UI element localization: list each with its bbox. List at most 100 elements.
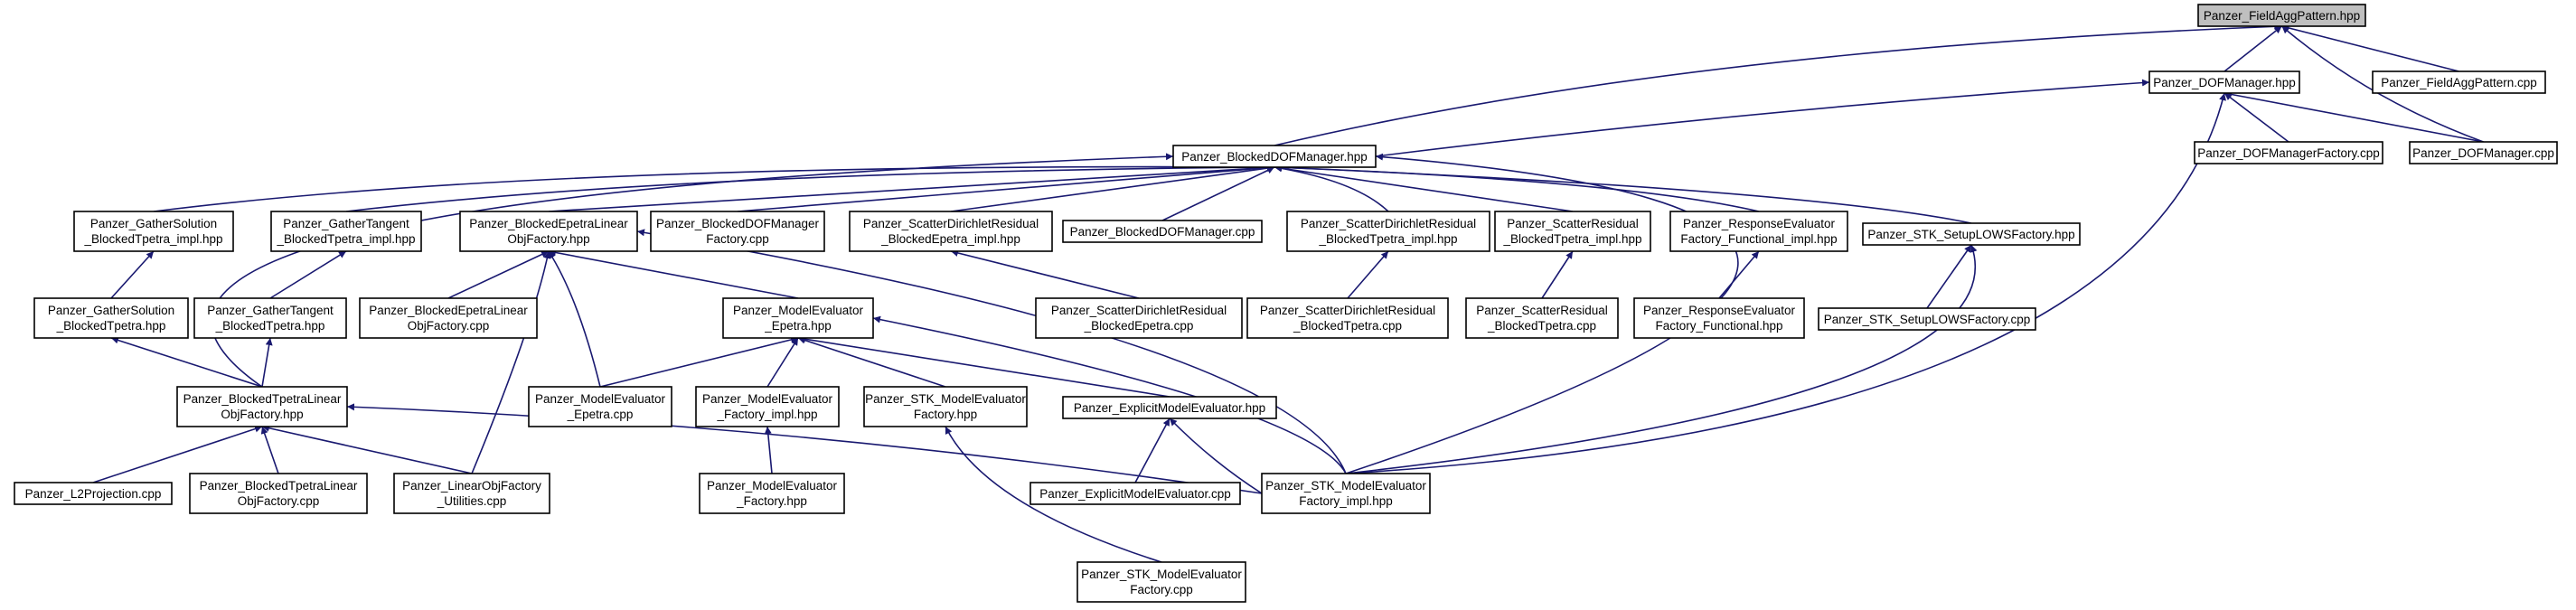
file-node-label: _Epetra.cpp [567,408,634,421]
file-node-label: _Factory_impl.hpp [716,408,817,421]
file-node-scatdiriepetraimpl[interactable]: Panzer_ScatterDirichletResidual_BlockedE… [849,211,1053,252]
file-node-gathersol[interactable]: Panzer_GatherSolution_BlockedTpetra.hpp [33,297,189,339]
dependency-edge-l2proj-to-blktpetralin [92,425,263,483]
file-node-explicitme[interactable]: Panzer_ExplicitModelEvaluator.hpp [1062,396,1277,419]
file-node-modelevalfactimpl[interactable]: Panzer_ModelEvaluator _Factory_impl.hpp [695,386,840,427]
file-node-dofmgrfactorycpp[interactable]: Panzer_DOFManagerFactory.cpp [2194,141,2383,164]
dependency-edge-linobjutil-to-blktpetralin [261,424,473,474]
file-node-fieldaggcpp[interactable]: Panzer_FieldAggPattern.cpp [2372,70,2546,94]
dependency-edge-stkmodelevalfactimpl-to-blkepetralin [636,229,1347,474]
file-node-label: Panzer_BlockedDOFManager.hpp [1181,150,1368,164]
file-node-label: Panzer_ScatterResidual [1507,217,1639,230]
file-node-box [1035,297,1243,339]
file-node-box [1669,211,1848,252]
file-node-box [459,211,638,252]
file-node-label: Panzer_STK_SetupLOWSFactory.hpp [1867,228,2074,241]
file-node-explicitmecpp[interactable]: Panzer_ExplicitModelEvaluator.cpp [1029,482,1241,505]
file-node-box [73,211,234,252]
file-node-box [1862,222,2081,246]
file-node-label: Panzer_STK_ModelEvaluator [865,392,1026,406]
file-node-label: Panzer_BlockedDOFManager [656,217,820,230]
dependency-edge-stkmodelevalfact-to-modeleval [797,336,946,388]
file-node-label: ObjFactory.cpp [238,494,320,508]
file-node-modelevalfact[interactable]: Panzer_ModelEvaluator_Factory.hpp [699,473,845,514]
file-node-dofmgr[interactable]: Panzer_DOFManager.hpp [2148,70,2300,94]
dependency-edge-dofmgr-to-fieldagg [2223,25,2282,72]
file-node-box [1246,297,1449,339]
file-node-label: Factory.cpp [706,232,769,246]
dependency-edge-scatrescpp-to-scatresimpl [1541,250,1574,299]
file-node-scatresimpl[interactable]: Panzer_ScatterResidual _BlockedTpetra_imp… [1494,211,1651,252]
file-node-blkdofcpp[interactable]: Panzer_BlockedDOFManager.cpp [1062,220,1263,243]
file-nodes: Panzer_FieldAggPattern.hppPanzer_DOFMana… [14,4,2558,603]
dependency-edge-scatresimpl-to-blockeddof [1274,164,1574,212]
file-node-label: _BlockedEpetra.cpp [1084,319,1194,333]
file-node-respeval[interactable]: Panzer_ResponseEvaluatorFactory_Function… [1633,297,1805,339]
dependency-edge-stkmodelevalfactimpl-to-stksetuplows [1345,244,1978,474]
file-node-box [2194,141,2383,164]
file-node-box [650,211,825,252]
file-node-label: Panzer_BlockedDOFManager.cpp [1070,225,1255,239]
file-node-box [1062,396,1277,419]
file-node-respevalimpl[interactable]: Panzer_ResponseEvaluatorFactory_Function… [1669,211,1848,252]
file-node-label: Panzer_ExplicitModelEvaluator.hpp [1074,401,1265,415]
file-node-gathersolimpl[interactable]: Panzer_GatherSolution_BlockedTpetra_impl… [73,211,234,252]
dependency-edge-blktpetralincpp-to-blktpetralin [260,426,279,474]
dependency-edge-stkmodelevalfactimpl-to-explicitme [1169,418,1263,494]
dependency-edge-modelevalfactimpl-to-modeleval [766,337,799,388]
file-node-box [1633,297,1805,339]
file-node-box [359,297,538,339]
file-node-box [189,473,368,514]
file-node-label: Panzer_ResponseEvaluator [1683,217,1836,230]
file-node-box [2197,4,2366,27]
file-node-label: Panzer_STK_ModelEvaluator [1081,568,1242,581]
dependency-edge-blockeddof-to-fieldagg [1274,23,2282,146]
file-node-gathertan[interactable]: Panzer_GatherTangent_BlockedTpetra.hpp [193,297,347,339]
file-node-stksetuplows[interactable]: Panzer_STK_SetupLOWSFactory.hpp [1862,222,2081,246]
file-node-stksetuplowscpp[interactable]: Panzer_STK_SetupLOWSFactory.cpp [1818,307,2036,331]
file-node-box [699,473,845,514]
file-node-scatdiritpetraimpl[interactable]: Panzer_ScatterDirichletResidual_BlockedT… [1286,211,1490,252]
file-node-label: Factory.cpp [1130,583,1193,596]
file-node-l2proj[interactable]: Panzer_L2Projection.cpp [14,482,173,505]
file-node-label: _BlockedTpetra_impl.hpp [1318,232,1457,246]
dependency-edge-stkmodelevalfactimpl-to-blktpetralin [346,403,1263,494]
file-node-label: _BlockedTpetra_impl.hpp [1502,232,1641,246]
file-node-box [33,297,189,339]
file-node-stkmodelevalfactimpl[interactable]: Panzer_STK_ModelEvaluatorFactory_impl.hp… [1261,473,1431,514]
file-node-label: Panzer_ScatterDirichletResidual [863,217,1039,230]
file-node-scatdiriepetracpp[interactable]: Panzer_ScatterDirichletResidual_BlockedE… [1035,297,1243,339]
file-node-label: _Epetra.hpp [764,319,832,333]
file-node-label: Panzer_GatherSolution [90,217,217,230]
file-node-box [2409,141,2558,164]
dependency-edge-scatdiriepetracpp-to-scatdiriepetraimpl [950,249,1140,299]
file-node-label: Panzer_GatherTangent [283,217,409,230]
dependency-edge-fieldaggcpp-to-fieldagg [2281,24,2459,72]
file-node-scatrescpp[interactable]: Panzer_ScatterResidual_BlockedTpetra.cpp [1465,297,1619,339]
file-node-label: Panzer_ModelEvaluator [702,392,833,406]
file-node-box [393,473,550,514]
file-node-fieldagg[interactable]: Panzer_FieldAggPattern.hpp [2197,4,2366,27]
dependency-edge-blkepetralincpp-to-blkepetralin [447,250,550,299]
file-node-box [1818,307,2036,331]
file-node-scatdiritpetracpp[interactable]: Panzer_ScatterDirichletResidual_BlockedT… [1246,297,1449,339]
dependency-edge-blockeddof-to-dofmgr [1375,79,2150,157]
file-node-modeleval[interactable]: Panzer_ModelEvaluator_Epetra.hpp [722,297,874,339]
dependency-edge-modelevalcpp-to-blkepetralin [548,250,601,388]
file-node-dofmgrcpp[interactable]: Panzer_DOFManager.cpp [2409,141,2558,164]
file-node-linobjutil[interactable]: Panzer_LinearObjFactory_Utilities.cpp [393,473,550,514]
file-node-label: Panzer_DOFManager.hpp [2153,76,2296,89]
file-node-label: Panzer_FieldAggPattern.cpp [2381,76,2537,89]
file-node-label: Panzer_BlockedEpetraLinear [469,217,628,230]
file-node-blockeddof[interactable]: Panzer_BlockedDOFManager.hpp [1172,145,1377,168]
file-node-gathertanimpl[interactable]: Panzer_GatherTangent_BlockedTpetra_impl.… [270,211,422,252]
file-node-modelevalcpp[interactable]: Panzer_ModelEvaluator_Epetra.cpp [528,386,672,427]
